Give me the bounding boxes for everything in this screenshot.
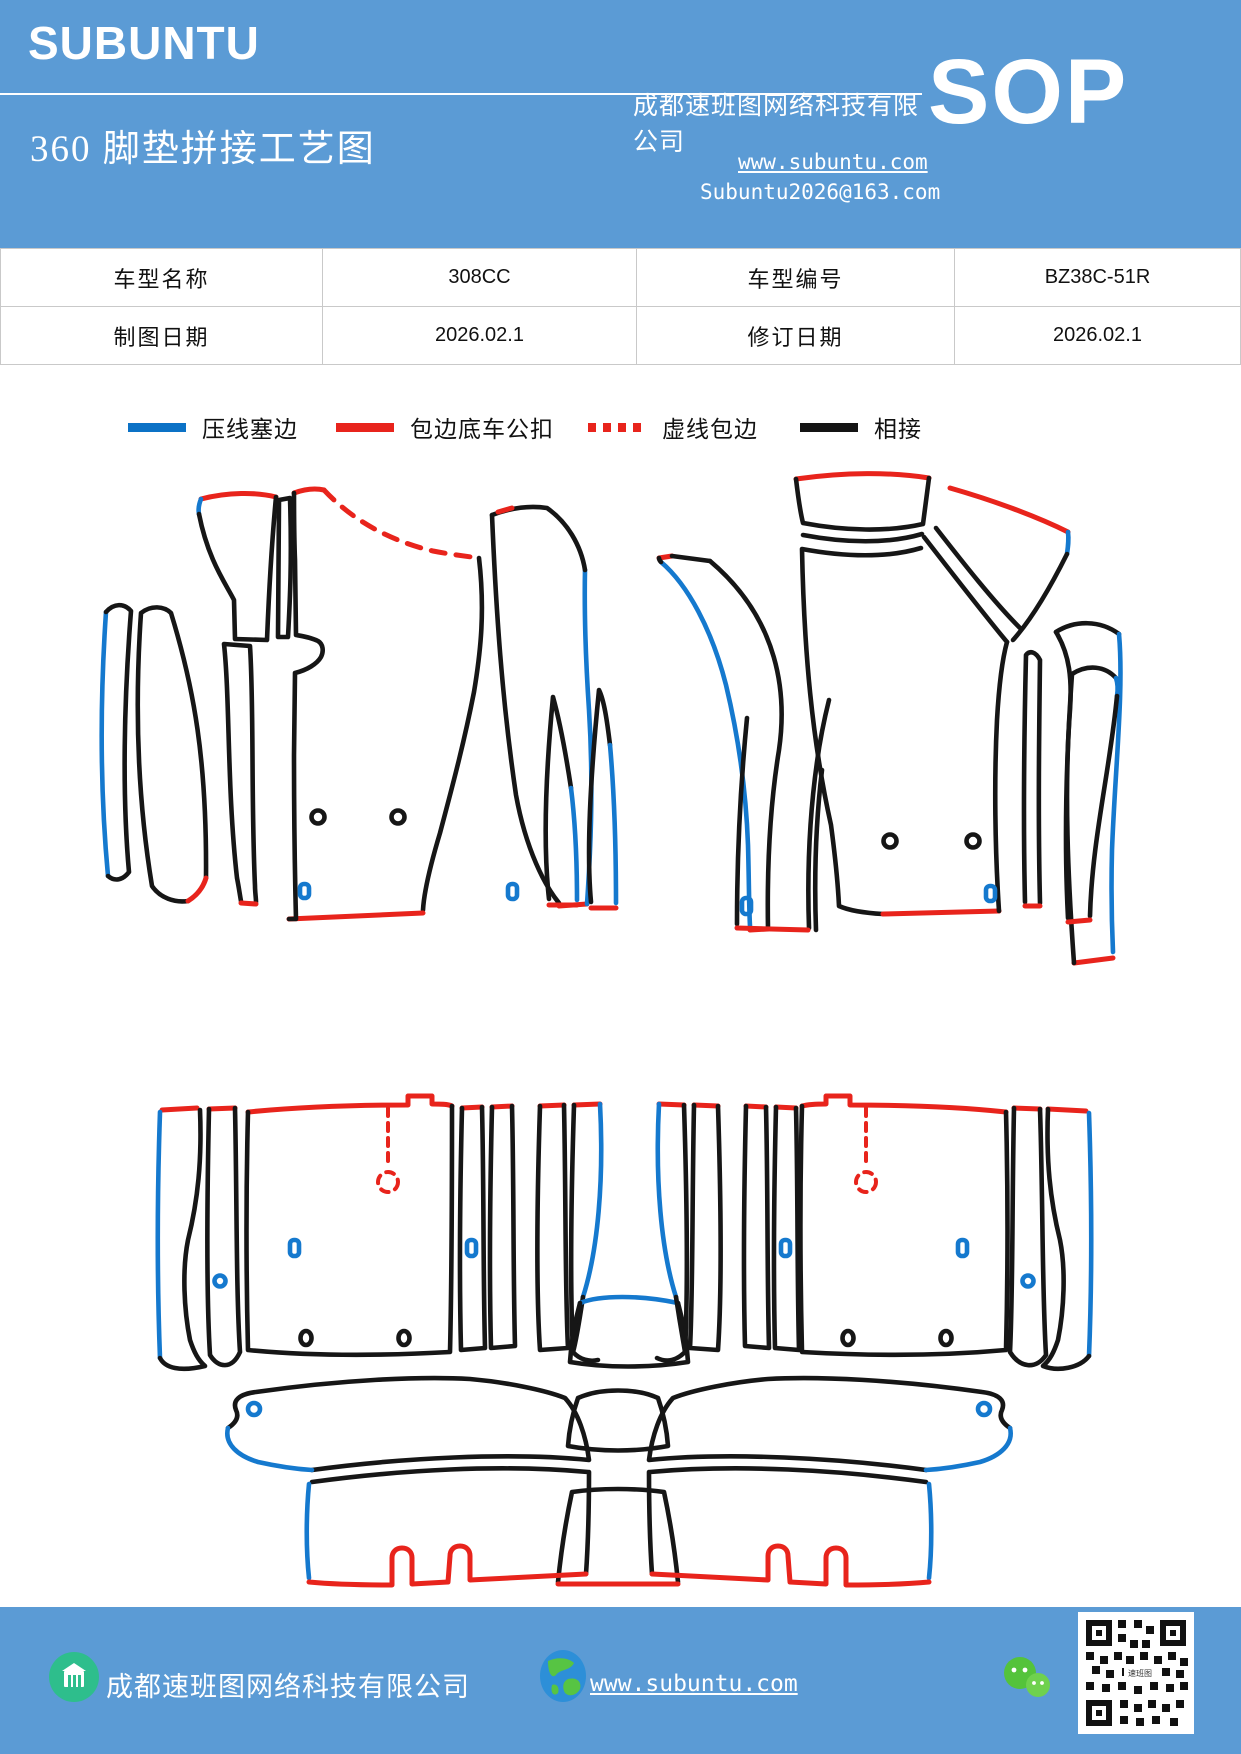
company-name: 成都速班图网络科技有限公司 (633, 93, 920, 156)
rear-mat-left-group (155, 1093, 604, 1372)
footer-website-link[interactable]: www.subuntu.com (590, 1671, 798, 1697)
sop-label: SOP (928, 41, 1129, 143)
table-cell-value: 2026.02.1 (954, 306, 1241, 365)
legend: 压线塞边 包边底车公扣 虚线包边 相接 (0, 402, 1241, 442)
legend-swatch-black (800, 422, 858, 432)
website-link[interactable]: www.subuntu.com (738, 150, 928, 174)
footer-company-name: 成都速班图网络科技有限公司 (106, 1672, 470, 1702)
legend-swatch-red (336, 422, 394, 432)
page-title: 360 脚垫拼接工艺图 (30, 129, 376, 170)
table-cell-label: 制图日期 (0, 306, 323, 365)
rear-mat-center-pieces (555, 1294, 691, 1587)
legend-item-dashed-edge: 虚线包边 (588, 410, 758, 444)
footer: 成都速班图网络科技有限公司 www.subuntu.com (0, 1607, 1241, 1754)
front-mat-right-group (656, 471, 1123, 966)
legend-label: 相接 (874, 417, 922, 442)
table-cell-label: 修订日期 (636, 306, 955, 365)
table-row: 制图日期 2026.02.1 修订日期 2026.02.1 (0, 306, 1241, 365)
legend-label: 虚线包边 (662, 417, 758, 442)
table-cell-label: 车型编号 (636, 248, 955, 307)
header: SUBUNTU 360 脚垫拼接工艺图 成都速班图网络科技有限公司 SOP ww… (0, 0, 1241, 248)
legend-item-bind-edge: 包边底车公扣 (336, 410, 554, 444)
table-row: 车型名称 308CC 车型编号 BZ38C-51R (0, 248, 1241, 307)
email-text: Subuntu2026@163.com (700, 180, 941, 204)
front-mat-left-group (99, 486, 619, 922)
table-cell-value: 2026.02.1 (322, 306, 637, 365)
legend-item-press-line: 压线塞边 (128, 410, 298, 444)
legend-swatch-red-dashed (588, 422, 646, 432)
qr-code: 速班图 (1078, 1612, 1194, 1734)
brand-logo: SUBUNTU (28, 17, 260, 69)
legend-item-join: 相接 (800, 410, 922, 444)
building-icon (49, 1652, 99, 1702)
globe-icon (540, 1650, 586, 1702)
rear-mat-lower-tier (225, 1375, 1013, 1588)
wechat-icon (1004, 1657, 1050, 1697)
svg-text:速班图: 速班图 (1128, 1668, 1152, 1678)
legend-label: 压线塞边 (202, 417, 298, 442)
table-cell-value: BZ38C-51R (954, 248, 1241, 307)
rear-mat-right-group (654, 1093, 1094, 1371)
header-divider (0, 93, 922, 95)
vehicle-info-table: 车型名称 308CC 车型编号 BZ38C-51R 制图日期 2026.02.1… (0, 248, 1241, 365)
legend-label: 包边底车公扣 (410, 417, 554, 442)
table-cell-label: 车型名称 (0, 248, 323, 307)
legend-swatch-blue (128, 422, 186, 432)
